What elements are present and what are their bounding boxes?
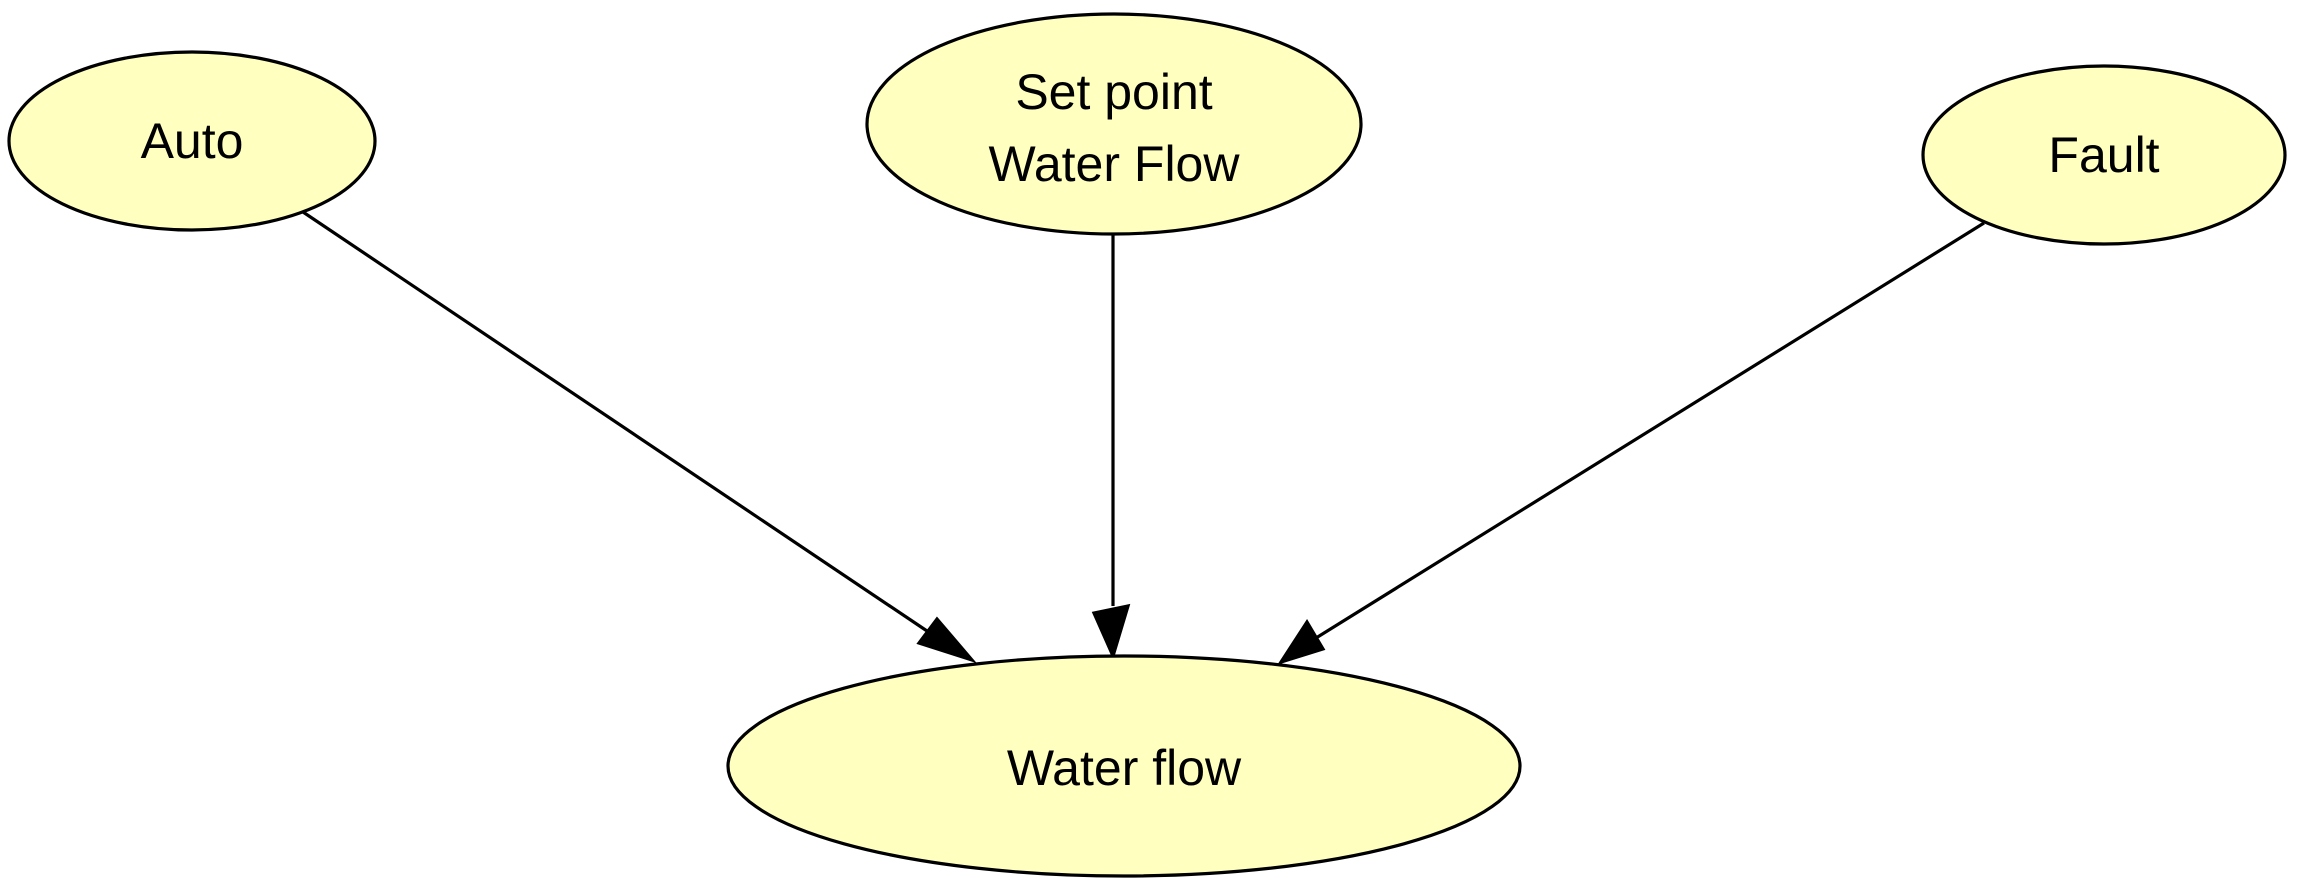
node-auto: Auto [7, 50, 377, 232]
node-setpoint-label-line1: Set point [1015, 64, 1212, 120]
node-fault-label: Fault [2048, 127, 2159, 183]
node-auto-ellipse [7, 50, 377, 232]
node-water-flow-label: Water flow [1007, 740, 1242, 796]
arrowhead-icon [916, 616, 977, 664]
arrowhead-icon [1091, 603, 1131, 661]
edge-auto-to-water-flow [302, 210, 977, 664]
edge-setpoint-to-water-flow [1091, 234, 1131, 661]
edge-fault-to-water-flow [1277, 221, 1985, 665]
node-setpoint-ellipse [865, 12, 1363, 236]
node-setpoint-water-flow: Set point Water Flow [865, 12, 1363, 236]
node-setpoint-label-line2: Water Flow [989, 136, 1241, 192]
node-water-flow: Water flow [726, 654, 1522, 878]
edge-line [302, 210, 931, 635]
node-fault-ellipse [1921, 64, 2287, 246]
node-fault: Fault [1921, 64, 2287, 246]
node-auto-label: Auto [141, 113, 244, 169]
arrowhead-icon [1277, 618, 1326, 665]
node-water-flow-ellipse [726, 654, 1522, 878]
edge-line [1315, 221, 1985, 640]
